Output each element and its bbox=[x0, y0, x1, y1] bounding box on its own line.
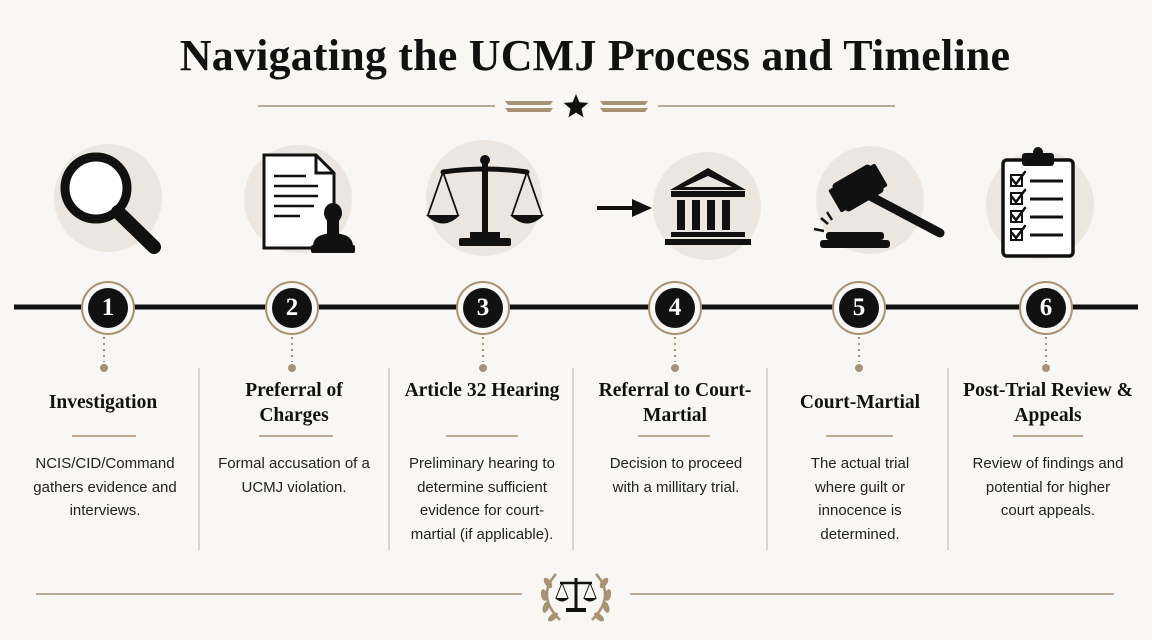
step-description-6: Review of findings and potential for hig… bbox=[972, 455, 1124, 519]
step-marker-2 bbox=[265, 281, 319, 335]
step-description-4: Decision to proceed with a millitary tri… bbox=[609, 455, 743, 496]
clipboard-checklist-icon bbox=[1001, 147, 1075, 258]
laurel-scales-icon bbox=[540, 573, 612, 622]
arrow-right-icon bbox=[597, 199, 652, 217]
step-marker-1 bbox=[81, 281, 135, 335]
step-title-1: Investigation bbox=[48, 392, 158, 413]
step-marker-6 bbox=[1019, 281, 1073, 335]
document-stamp-icon bbox=[262, 153, 355, 253]
step-description-2: Formal accusation of a UCMJ violation. bbox=[218, 455, 370, 496]
step-markers bbox=[81, 281, 1073, 335]
step-title-5: Court-Martial bbox=[799, 392, 921, 413]
star-icon bbox=[563, 94, 589, 118]
step-title-3: Article 32 Hearing bbox=[404, 380, 560, 401]
page-title: Navigating the UCMJ Process and Timeline bbox=[179, 31, 1011, 80]
dotted-connectors bbox=[103, 337, 1047, 362]
step-title-2: Preferral of Charges bbox=[245, 380, 343, 426]
step-number-5: 5 bbox=[852, 294, 866, 321]
step-number-2: 2 bbox=[285, 294, 299, 321]
title-divider bbox=[258, 94, 895, 118]
step-marker-3 bbox=[456, 281, 510, 335]
step-number-6: 6 bbox=[1039, 294, 1053, 321]
step-description-5: The actual trial where guilt or innocenc… bbox=[810, 455, 910, 543]
step-title-6: Post-Trial Review & Appeals bbox=[963, 380, 1133, 426]
scales-icon bbox=[426, 155, 544, 246]
step-number-1: 1 bbox=[101, 294, 115, 321]
step-description-3: Preliminary hearing to determine suffici… bbox=[409, 455, 555, 543]
courthouse-icon bbox=[665, 168, 751, 245]
connector-dots bbox=[100, 364, 1050, 372]
step-marker-5 bbox=[832, 281, 886, 335]
step-description-1: NCIS/CID/Command gathers evidence and in… bbox=[33, 455, 177, 519]
step-title-4: Referral to Court-Martial bbox=[598, 380, 752, 426]
step-marker-4 bbox=[648, 281, 702, 335]
step-number-4: 4 bbox=[668, 294, 682, 321]
gavel-icon bbox=[813, 163, 945, 248]
step-number-3: 3 bbox=[476, 294, 490, 321]
magnifying-glass-icon bbox=[60, 152, 161, 254]
column-separators bbox=[198, 368, 949, 550]
